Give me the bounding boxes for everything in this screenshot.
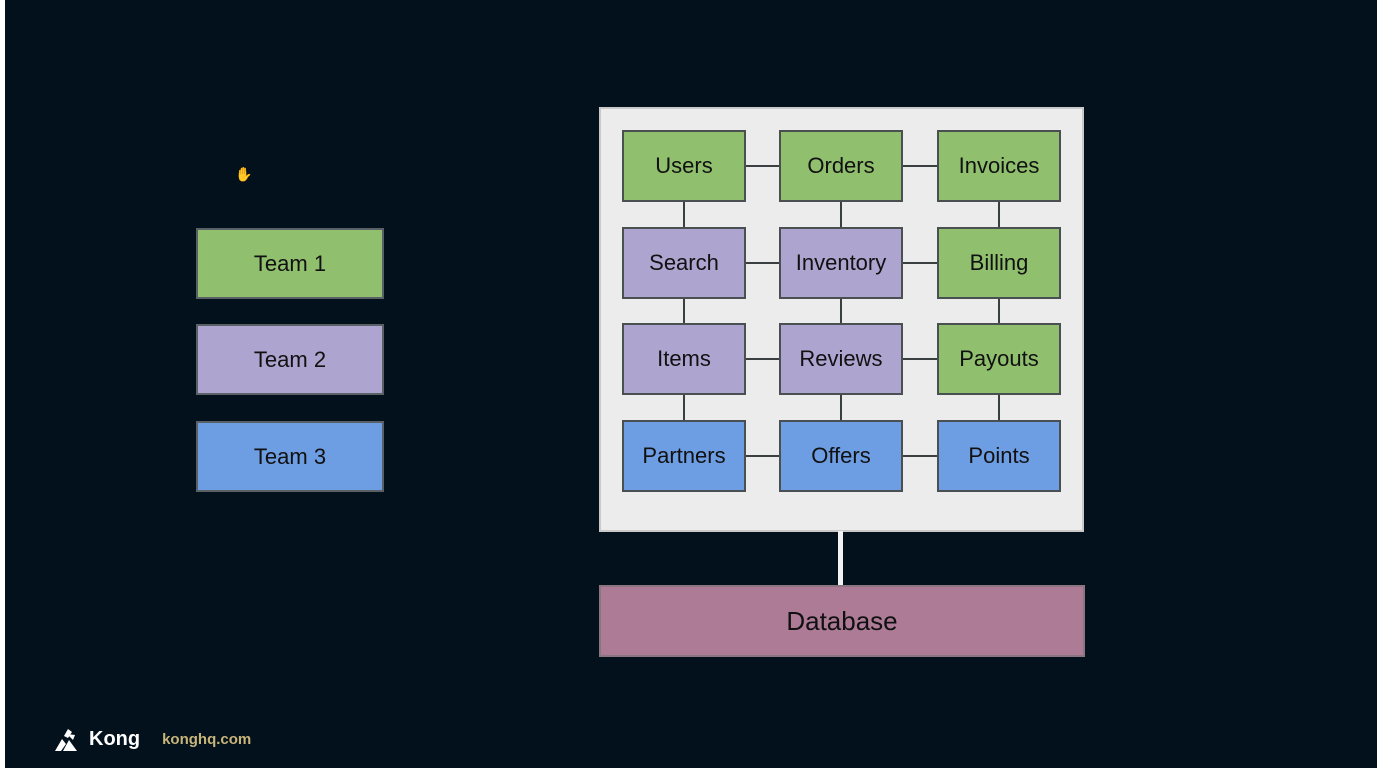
- connector-reviews-payouts: [902, 358, 937, 360]
- connector-orders-inventory: [840, 201, 842, 229]
- brand-name: Kong: [89, 727, 141, 750]
- database-label: Database: [786, 605, 898, 636]
- service-orders-label: Orders: [807, 153, 875, 178]
- slide: ✋ Team 1 Team 2 Team 3 Users Orders Invo…: [5, 0, 1377, 768]
- kong-logo-icon: [55, 729, 77, 751]
- database-box: Database: [599, 585, 1085, 657]
- service-invoices-label: Invoices: [958, 153, 1040, 178]
- service-reviews: Reviews: [779, 323, 903, 395]
- service-offers-label: Offers: [811, 443, 871, 468]
- service-items: Items: [622, 323, 746, 395]
- service-billing: Billing: [937, 227, 1061, 299]
- service-points-label: Points: [968, 443, 1030, 468]
- team-2-box: Team 2: [196, 324, 384, 395]
- connector-billing-payouts: [998, 297, 1000, 325]
- service-users: Users: [622, 130, 746, 202]
- service-orders: Orders: [779, 130, 903, 202]
- connector-partners-offers: [745, 455, 780, 457]
- team-1-box: Team 1: [196, 228, 384, 299]
- team-1-label: Team 1: [253, 250, 327, 276]
- connector-inventory-billing: [902, 262, 937, 264]
- connector-items-reviews: [745, 358, 780, 360]
- connector-users-orders: [745, 165, 780, 167]
- connector-items-partners: [683, 394, 685, 422]
- brand-url[interactable]: konghq.com: [162, 730, 252, 748]
- footer-branding: Kong konghq.com: [51, 723, 251, 755]
- service-users-label: Users: [655, 153, 713, 178]
- service-reviews-label: Reviews: [799, 346, 883, 371]
- service-payouts-label: Payouts: [959, 346, 1039, 371]
- service-payouts: Payouts: [937, 323, 1061, 395]
- connector-inventory-reviews: [840, 297, 842, 325]
- service-search: Search: [622, 227, 746, 299]
- connector-invoices-billing: [998, 201, 1000, 229]
- team-3-label: Team 3: [253, 443, 327, 469]
- connector-offers-points: [902, 455, 937, 457]
- hand-cursor-icon: ✋: [235, 166, 253, 182]
- service-points: Points: [937, 420, 1061, 492]
- connector-users-search: [683, 201, 685, 229]
- connector-search-inventory: [745, 262, 780, 264]
- connector-payouts-points: [998, 394, 1000, 422]
- team-3-box: Team 3: [196, 421, 384, 492]
- service-search-label: Search: [649, 250, 719, 275]
- service-partners-label: Partners: [642, 443, 726, 468]
- database-connector: [838, 531, 843, 586]
- service-invoices: Invoices: [937, 130, 1061, 202]
- service-items-label: Items: [657, 346, 711, 371]
- team-2-label: Team 2: [253, 346, 327, 372]
- connector-reviews-offers: [840, 394, 842, 422]
- connector-orders-invoices: [902, 165, 937, 167]
- service-partners: Partners: [622, 420, 746, 492]
- service-offers: Offers: [779, 420, 903, 492]
- service-inventory: Inventory: [779, 227, 903, 299]
- service-billing-label: Billing: [969, 250, 1029, 275]
- connector-search-items: [683, 297, 685, 325]
- service-inventory-label: Inventory: [795, 250, 887, 275]
